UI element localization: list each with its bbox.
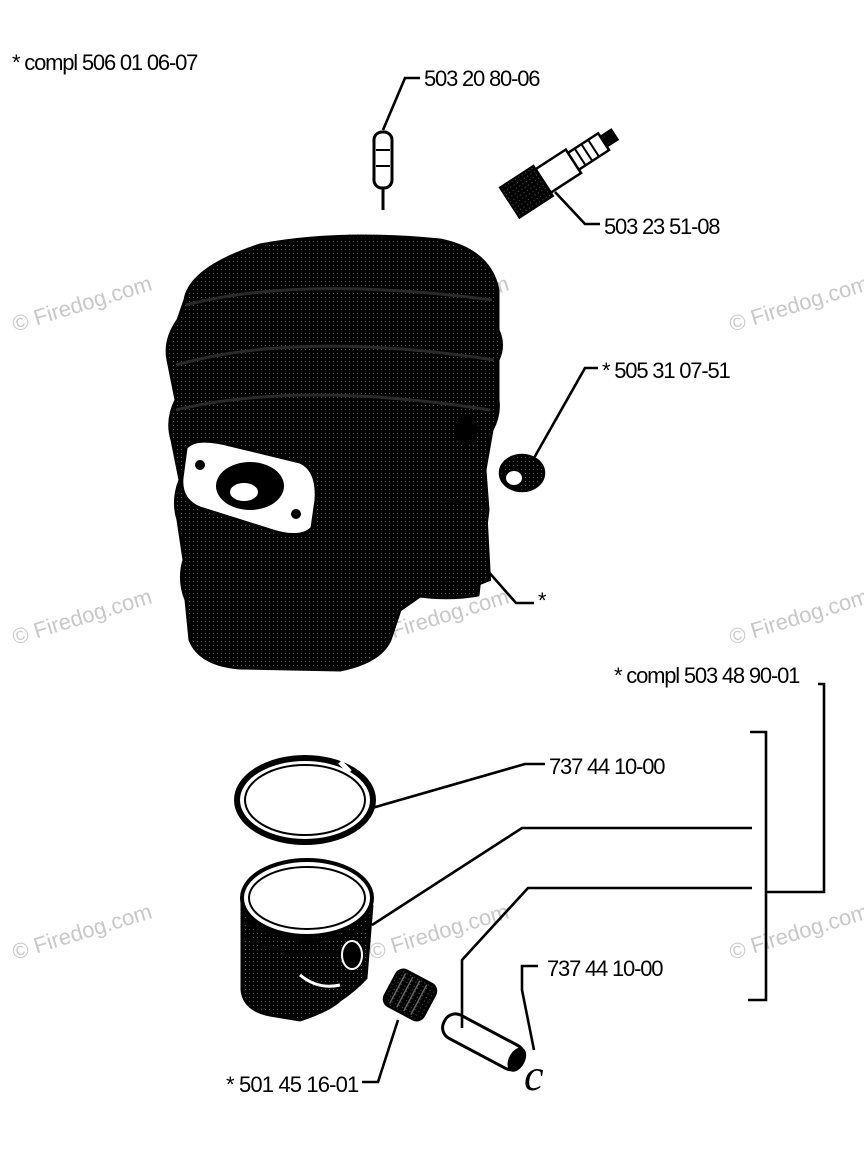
needle-bearing-part	[382, 968, 438, 1022]
decomp-valve-part	[498, 453, 546, 493]
watermark: © Firedog.com	[9, 899, 155, 965]
leader-needle-bearing	[362, 1019, 400, 1084]
spark-plug-part	[498, 128, 620, 220]
watermark: © Firedog.com	[726, 271, 864, 337]
leader-piston	[371, 826, 752, 927]
assembly-bracket	[748, 730, 768, 1002]
assembly-label-bottom: * compl 503 48 90-01	[614, 663, 800, 688]
watermark: © Firedog.com	[726, 584, 864, 650]
pin-top-part	[372, 130, 394, 210]
label-circlip: 737 44 10-00	[547, 956, 663, 981]
piston-part	[240, 858, 374, 1022]
leader-piston-pin	[460, 886, 752, 1028]
label-decomp-valve: * 505 31 07-51	[602, 358, 731, 383]
label-spark-plug: 503 23 51-08	[604, 214, 720, 239]
assembly-bracket-connector	[766, 682, 826, 894]
label-needle-bearing: * 501 45 16-01	[226, 1072, 359, 1097]
leader-circlip	[520, 964, 538, 1051]
label-cylinder-ref: *	[538, 588, 547, 613]
label-pin-top: 503 20 80-06	[424, 66, 540, 91]
piston-pin-part	[441, 1012, 527, 1072]
leader-decomp-valve	[532, 366, 598, 459]
leader-spark-plug	[554, 191, 600, 226]
cylinder-part	[165, 234, 503, 672]
leader-pin-top	[381, 76, 420, 131]
watermark: © Firedog.com	[366, 899, 512, 965]
label-piston-ring: 737 44 10-00	[549, 754, 665, 779]
piston-ring-part	[234, 755, 376, 845]
assembly-label-top: * compl 506 01 06-07	[12, 50, 198, 75]
leader-piston-ring	[371, 762, 545, 810]
watermark: © Firedog.com	[9, 584, 155, 650]
leader-cylinder-ref	[486, 569, 534, 605]
watermark: © Firedog.com	[9, 271, 155, 337]
exhaust-flange	[180, 439, 318, 536]
circlip-part: c	[524, 1051, 544, 1100]
watermark: © Firedog.com	[726, 899, 864, 965]
